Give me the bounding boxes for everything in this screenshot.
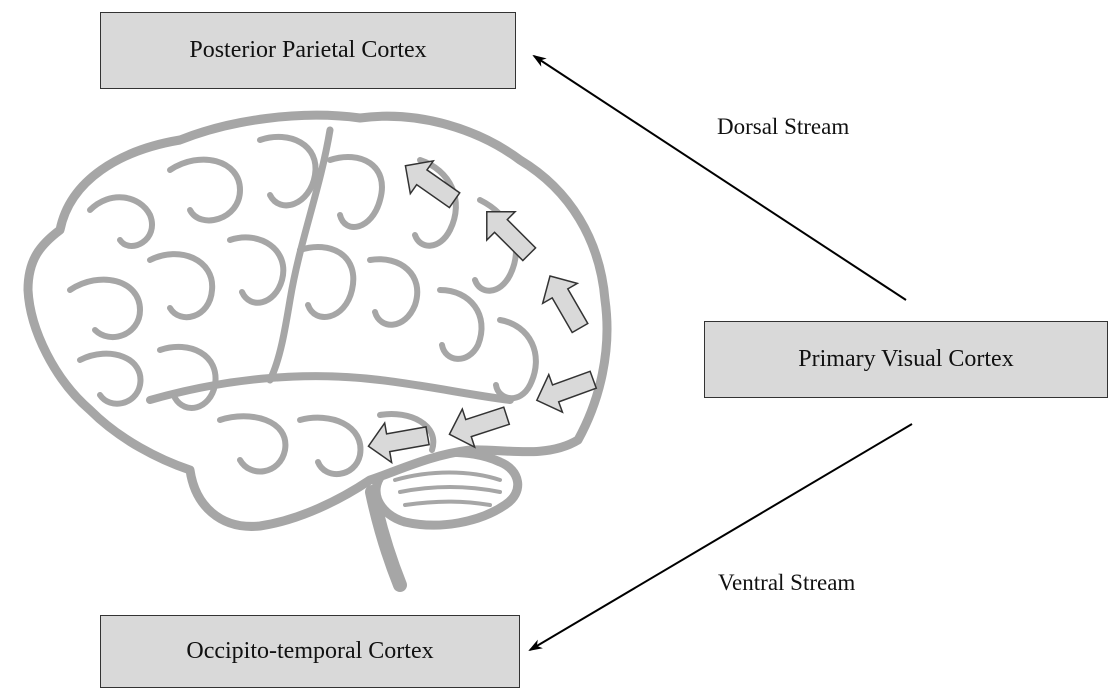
posterior-parietal-cortex-box: Posterior Parietal Cortex — [100, 12, 516, 89]
occipito-temporal-cortex-label: Occipito-temporal Cortex — [186, 638, 433, 665]
occipito-temporal-cortex-box: Occipito-temporal Cortex — [100, 615, 520, 688]
ventral-stream-line — [530, 424, 912, 650]
ventral-stream-label: Ventral Stream — [718, 570, 855, 596]
primary-visual-cortex-box: Primary Visual Cortex — [704, 321, 1108, 398]
brain-illustration-icon — [28, 115, 607, 585]
primary-visual-cortex-label: Primary Visual Cortex — [798, 346, 1013, 373]
dorsal-stream-label: Dorsal Stream — [717, 114, 849, 140]
posterior-parietal-cortex-label: Posterior Parietal Cortex — [189, 37, 426, 64]
